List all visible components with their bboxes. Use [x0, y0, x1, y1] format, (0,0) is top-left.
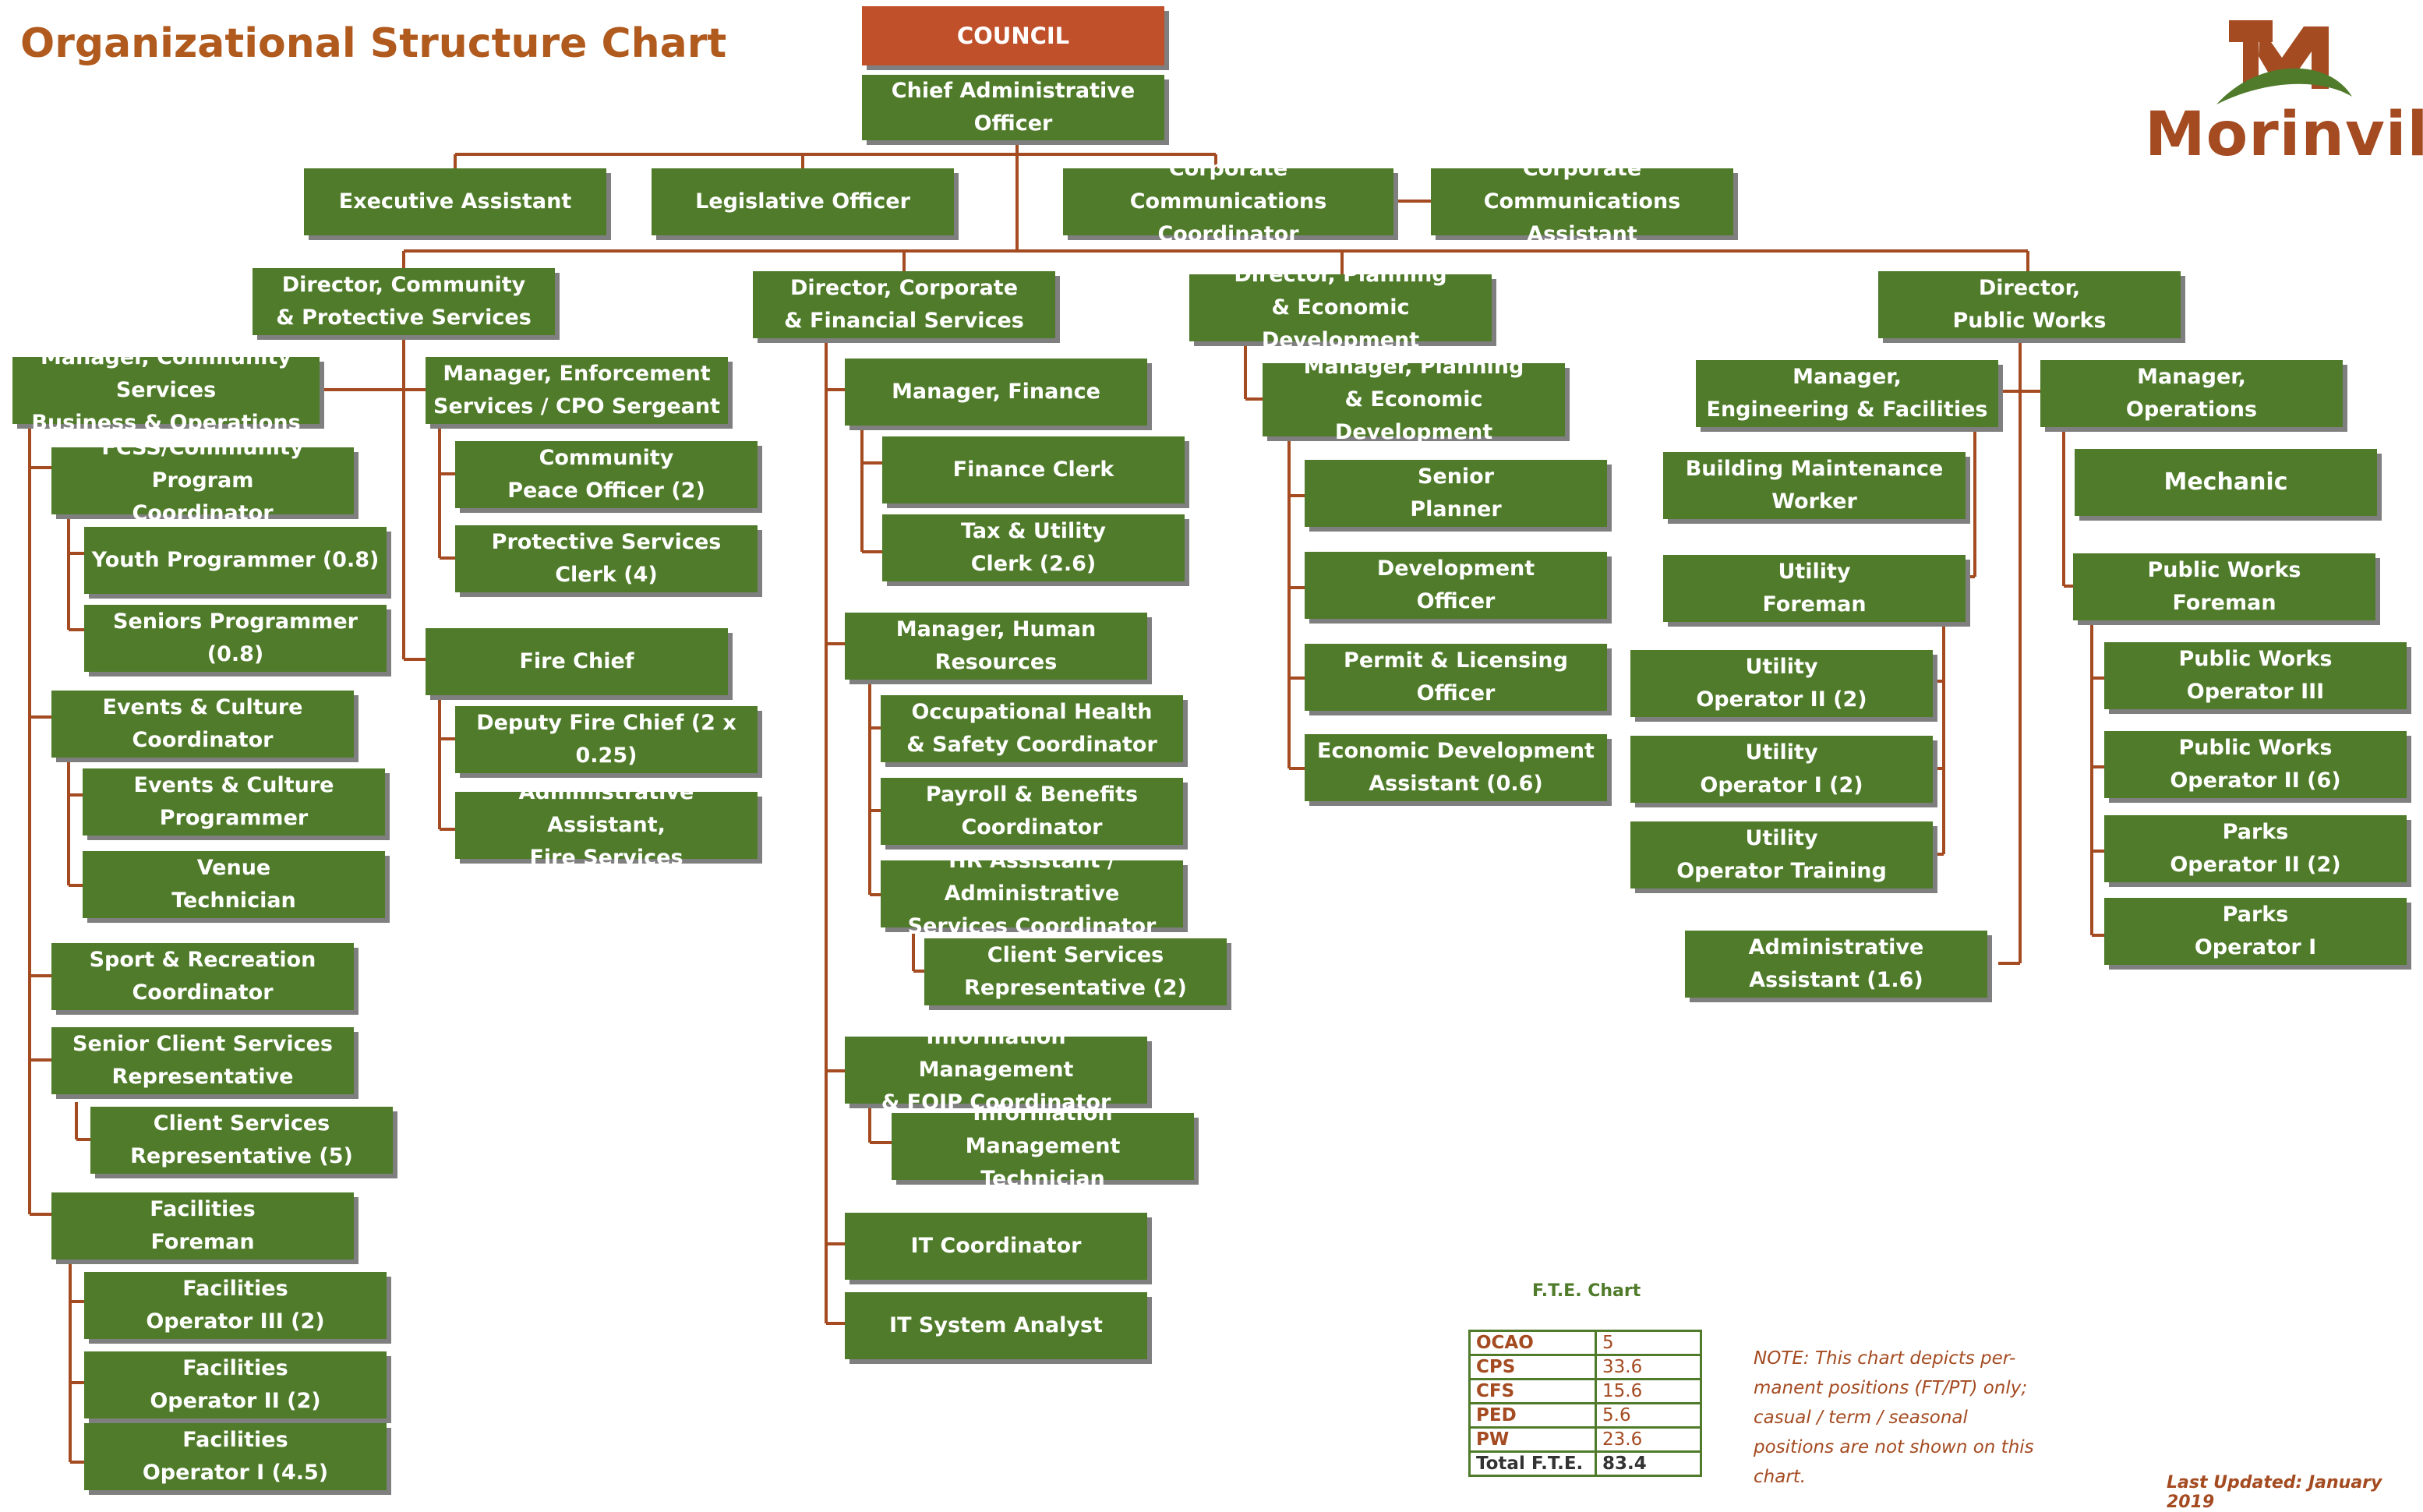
facilities-operator-ii-box: Facilities Operator II (2): [84, 1351, 387, 1418]
senior-client-services-box: Senior Client Services Representative: [51, 1027, 354, 1094]
utility-foreman-box: Utility Foreman: [1663, 555, 1966, 622]
deputy-fire-chief-box: Deputy Fire Chief (2 x 0.25): [455, 706, 758, 773]
last-updated: Last Updated: January 2019: [2167, 1473, 2382, 1512]
protective-services-clerk-box: Protective Services Clerk (4): [455, 525, 758, 592]
building-maintenance-box: Building Maintenance Worker: [1663, 452, 1966, 519]
payroll-coordinator-box: Payroll & Benefits Coordinator: [881, 778, 1183, 845]
fte-label: PW: [1468, 1426, 1597, 1453]
fire-chief-box: Fire Chief: [426, 628, 728, 695]
economic-development-assistant-box: Economic Development Assistant (0.6): [1305, 734, 1607, 801]
utility-operator-i-box: Utility Operator I (2): [1630, 736, 1933, 803]
fte-chart-title: F.T.E. Chart: [1532, 1281, 1641, 1301]
it-coordinator-box: IT Coordinator: [845, 1213, 1147, 1280]
development-officer-box: Development Officer: [1305, 552, 1607, 619]
peace-officer-box: Community Peace Officer (2): [455, 441, 758, 508]
fte-value: 5: [1595, 1330, 1702, 1356]
fte-label: PED: [1468, 1402, 1597, 1429]
sport-recreation-box: Sport & Recreation Coordinator: [51, 943, 354, 1010]
mechanic-box: Mechanic: [2075, 449, 2377, 516]
seniors-programmer-box: Seniors Programmer (0.8): [84, 605, 387, 672]
morinville-m-logo-icon: [2216, 20, 2352, 104]
logo-text: Morinville: [2145, 100, 2423, 170]
fte-total-value: 83.4: [1595, 1450, 1702, 1477]
events-programmer-box: Events & Culture Programmer: [83, 768, 385, 835]
fte-total-label: Total F.T.E.: [1468, 1450, 1597, 1477]
permit-licensing-officer-box: Permit & Licensing Officer: [1305, 644, 1607, 711]
council-box: COUNCIL: [862, 6, 1164, 65]
hr-assistant-box: HR Assistant / Administrative Services C…: [881, 849, 1183, 938]
fte-label: CFS: [1468, 1378, 1597, 1404]
communications-coordinator-box: Corporate Communications Coordinator: [1063, 157, 1393, 246]
it-system-analyst-box: IT System Analyst: [845, 1292, 1147, 1359]
fte-label: OCAO: [1468, 1330, 1597, 1356]
chart-note: NOTE: This chart depicts per-manent posi…: [1754, 1348, 2034, 1487]
manager-planning-box: Manager, Planning & Economic Development: [1263, 355, 1565, 444]
info-management-coordinator-box: Information Management & FOIP Coordinato…: [845, 1025, 1147, 1115]
fte-value: 23.6: [1595, 1426, 1702, 1453]
fte-label: CPS: [1468, 1354, 1597, 1380]
parks-operator-ii-box: Parks Operator II (2): [2104, 815, 2407, 882]
manager-human-resources-box: Manager, Human Resources: [845, 613, 1147, 680]
fte-value: 33.6: [1595, 1354, 1702, 1380]
utility-operator-ii-box: Utility Operator II (2): [1630, 650, 1933, 717]
cao-box: Chief Administrative Officer: [862, 75, 1164, 140]
facilities-foreman-box: Facilities Foreman: [51, 1192, 354, 1259]
admin-assistant-fire-box: Administrative Assistant, Fire Services: [455, 780, 758, 870]
executive-assistant-box: Executive Assistant: [304, 168, 606, 235]
fte-value: 5.6: [1595, 1402, 1702, 1429]
parks-operator-i-box: Parks Operator I: [2104, 898, 2407, 965]
manager-operations-box: Manager, Operations: [2040, 360, 2343, 427]
pw-operator-iii-box: Public Works Operator III: [2104, 642, 2407, 709]
pw-operator-ii-box: Public Works Operator II (6): [2104, 731, 2407, 798]
communications-assistant-box: Corporate Communications Assistant: [1431, 157, 1733, 246]
admin-assistant-pw-box: Administrative Assistant (1.6): [1685, 931, 1987, 998]
manager-finance-box: Manager, Finance: [845, 359, 1147, 426]
info-management-technician-box: Information Management Technician: [892, 1101, 1194, 1191]
senior-planner-box: Senior Planner: [1305, 460, 1607, 527]
pw-foreman-box: Public Works Foreman: [2073, 553, 2375, 620]
events-coordinator-box: Events & Culture Coordinator: [51, 691, 354, 758]
ohs-coordinator-box: Occupational Health & Safety Coordinator: [881, 695, 1183, 762]
finance-clerk-box: Finance Clerk: [882, 436, 1185, 503]
venue-technician-box: Venue Technician: [83, 851, 385, 918]
youth-programmer-box: Youth Programmer (0.8): [84, 527, 387, 594]
client-services-rep-5-box: Client Services Representative (5): [90, 1107, 393, 1174]
facilities-operator-i-box: Facilities Operator I (4.5): [84, 1423, 387, 1490]
client-services-rep-2-box: Client Services Representative (2): [924, 938, 1227, 1005]
table-row-total: Total F.T.E.83.4: [1468, 1450, 1702, 1477]
manager-community-services-box: Manager, Community Services Business & O…: [12, 345, 320, 435]
facilities-operator-iii-box: Facilities Operator III (2): [84, 1272, 387, 1339]
manager-enforcement-box: Manager, Enforcement Services / CPO Serg…: [426, 357, 728, 424]
director-planning-box: Director, Planning & Economic Developmen…: [1189, 263, 1492, 352]
fcss-coordinator-box: FCSS/Community Program Coordinator: [51, 436, 354, 525]
director-public-works-box: Director, Public Works: [1878, 271, 2181, 338]
director-community-box: Director, Community & Protective Service…: [253, 268, 555, 335]
manager-engineering-box: Manager, Engineering & Facilities: [1696, 360, 1998, 427]
legislative-officer-box: Legislative Officer: [652, 168, 954, 235]
utility-operator-training-box: Utility Operator Training: [1630, 821, 1933, 888]
director-corporate-box: Director, Corporate & Financial Services: [753, 271, 1055, 338]
tax-utility-clerk-box: Tax & Utility Clerk (2.6): [882, 514, 1185, 581]
fte-value: 15.6: [1595, 1378, 1702, 1404]
chart-title: Organizational Structure Chart: [20, 20, 727, 67]
